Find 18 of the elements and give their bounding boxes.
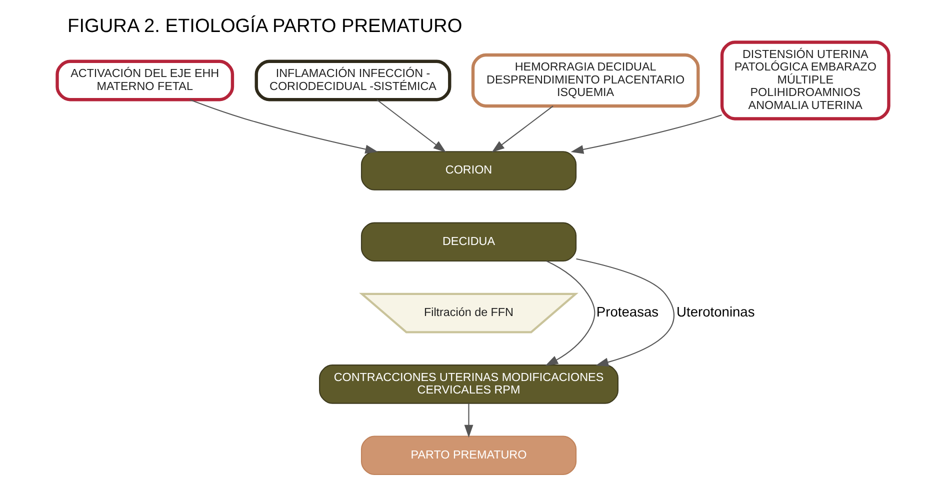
arrow [464, 403, 473, 438]
node-box: INFLAMACIÓN INFECCIÓN - CORIODECIDUAL -SISTÉMICA [254, 60, 451, 102]
arrow [570, 114, 722, 154]
arrow [188, 99, 378, 154]
arrow [376, 99, 446, 152]
arrow [491, 106, 553, 152]
node-box: PARTO PREMATURO [360, 436, 576, 475]
edge-label: Uterotoninas [676, 304, 754, 320]
node-box: CONTRACCIONES UTERINAS MODIFICACIONES CERVICALES RPM [318, 364, 618, 404]
node-box: DECIDUA [360, 222, 576, 262]
node-box: DISTENSIÓN UTERINA PATOLÓGICA EMBARAZO MÚLTIPLE POLIHIDROAMNIOS ANOMALIA UTERINA [720, 40, 890, 120]
diagram-title: FIGURA 2. ETIOLOGÍA PARTO PREMATURO [67, 16, 462, 38]
arrow [544, 260, 595, 366]
edge-label: Proteasas [596, 304, 658, 320]
node-box: CORION [360, 151, 576, 190]
node-box: ACTIVACIÓN DEL EJE EHH MATERNO FETAL [55, 60, 234, 102]
node-box: HEMORRAGIA DECIDUAL DESPRENDIMIENTO PLACENTARIO ISQUEMIA [470, 53, 700, 108]
arrow [576, 258, 674, 367]
